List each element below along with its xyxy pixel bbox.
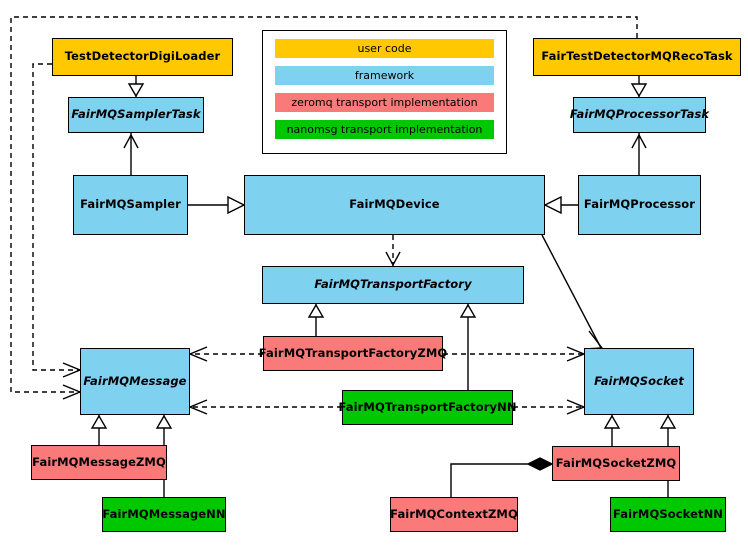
edge-recotask-processortask [630,76,648,98]
class-box-test-detector-digi-loader[interactable]: TestDetectorDigiLoader [52,38,233,76]
class-box-fairmq-processor[interactable]: FairMQProcessor [578,175,701,235]
class-box-fairmq-socket[interactable]: FairMQSocket [584,348,694,415]
edge-sampler-device [188,195,246,215]
legend-item-nanomsg: nanomsg transport implementation [275,120,494,139]
legend-item-user-code: user code [275,39,494,58]
edge-samplertask-sampler [123,133,139,175]
edge-processortask-processor [631,133,647,175]
class-box-fairmq-transport-factory[interactable]: FairMQTransportFactory [262,266,524,304]
class-box-fairmq-message-nn[interactable]: FairMQMessageNN [102,497,226,532]
edge-messagezmq-message [90,414,108,445]
edge-tfnn-message [188,399,342,415]
edge-tfzmq-message [188,346,263,362]
class-box-fairmq-processor-task[interactable]: FairMQProcessorTask [570,97,709,133]
class-box-fairmq-sampler[interactable]: FairMQSampler [73,175,188,235]
legend-panel: user code framework zeromq transport imp… [262,30,507,154]
class-box-fairmq-socket-nn[interactable]: FairMQSocketNN [610,497,726,532]
edge-tfnn-socket [513,399,586,415]
class-box-fairmq-context-zmq[interactable]: FairMQContextZMQ [390,497,518,532]
edge-device-transportfactory [385,235,401,267]
edge-processor-device [543,195,578,215]
legend-item-zeromq: zeromq transport implementation [275,93,494,112]
edge-digiloader-samplertask [127,76,145,98]
edge-device-socket [541,234,604,350]
class-box-fairmq-message[interactable]: FairMQMessage [80,348,190,415]
edge-tfzmq-tf [307,303,325,336]
class-box-fairmq-sampler-task[interactable]: FairMQSamplerTask [68,97,204,133]
class-box-fairtestdetector-mq-reco-task[interactable]: FairTestDetectorMQRecoTask [533,38,741,76]
class-box-fairmq-message-zmq[interactable]: FairMQMessageZMQ [31,445,167,480]
class-box-fairmq-device[interactable]: FairMQDevice [244,175,545,235]
class-box-fairmq-transport-factory-zmq[interactable]: FairMQTransportFactoryZMQ [259,336,447,371]
edge-contextzmq-socketzmq [450,457,554,497]
edge-tfzmq-socket [443,346,586,362]
class-box-fairmq-socket-zmq[interactable]: FairMQSocketZMQ [552,446,680,481]
legend-item-framework: framework [275,66,494,85]
edge-socketzmq-socket [603,414,621,446]
edge-tfnn-tf [459,303,477,390]
class-box-fairmq-transport-factory-nn[interactable]: FairMQTransportFactoryNN [338,390,516,425]
